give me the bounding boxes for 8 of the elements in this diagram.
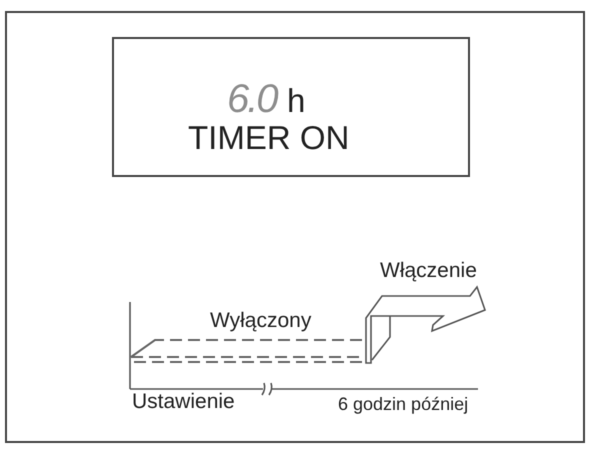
status-text: TIMER ON xyxy=(188,121,350,154)
state-label: Włączenie xyxy=(380,260,477,281)
display-panel xyxy=(112,37,470,177)
axis-label: 6 godzin później xyxy=(338,395,468,413)
time-readout: 6.0 xyxy=(227,79,278,119)
state-label: Wyłączony xyxy=(210,310,312,331)
axis-label: Ustawienie xyxy=(132,391,235,412)
unit-text: h xyxy=(287,84,306,117)
